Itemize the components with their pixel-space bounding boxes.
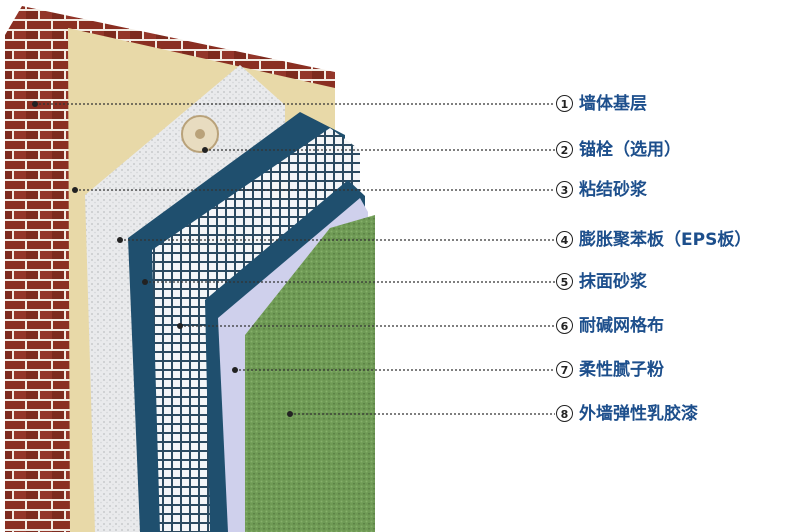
leader-dot [117,237,123,243]
leader-dot [232,367,238,373]
layer-number: 4 [556,231,573,248]
layer-number: 5 [556,273,573,290]
layer-label-text: 膨胀聚苯板（EPS板） [579,230,752,250]
layer-label-text: 锚栓（选用） [579,140,681,160]
leader-dot [72,187,78,193]
layer-label-text: 墙体基层 [579,94,647,114]
layer-label-text: 外墙弹性乳胶漆 [579,404,698,424]
leader-dot [142,279,148,285]
layer-number: 6 [556,317,573,334]
layer-label: 3 粘结砂浆 [556,180,647,200]
leader-dot [202,147,208,153]
layer-label: 4 膨胀聚苯板（EPS板） [556,230,751,250]
layer-label: 6 耐碱网格布 [556,316,664,336]
layer-label-text: 粘结砂浆 [579,180,647,200]
leader-dot [32,101,38,107]
anchor-icon [181,115,219,153]
brick-wall [5,6,335,532]
layer-label: 7 柔性腻子粉 [556,360,664,380]
layer-label-text: 抹面砂浆 [579,272,647,292]
leader-dot [177,323,183,329]
layer-number: 8 [556,405,573,422]
layer-label-text: 耐碱网格布 [579,316,664,336]
paint-layer [245,215,375,532]
layer-label: 2 锚栓（选用） [556,140,681,160]
leader-dot [287,411,293,417]
layer-number: 1 [556,95,573,112]
layer-number: 2 [556,141,573,158]
layer-number: 7 [556,361,573,378]
layer-label: 5 抹面砂浆 [556,272,647,292]
layer-label: 1 墙体基层 [556,94,647,114]
layer-number: 3 [556,181,573,198]
layer-label: 8 外墙弹性乳胶漆 [556,404,698,424]
layer-label-text: 柔性腻子粉 [579,360,664,380]
